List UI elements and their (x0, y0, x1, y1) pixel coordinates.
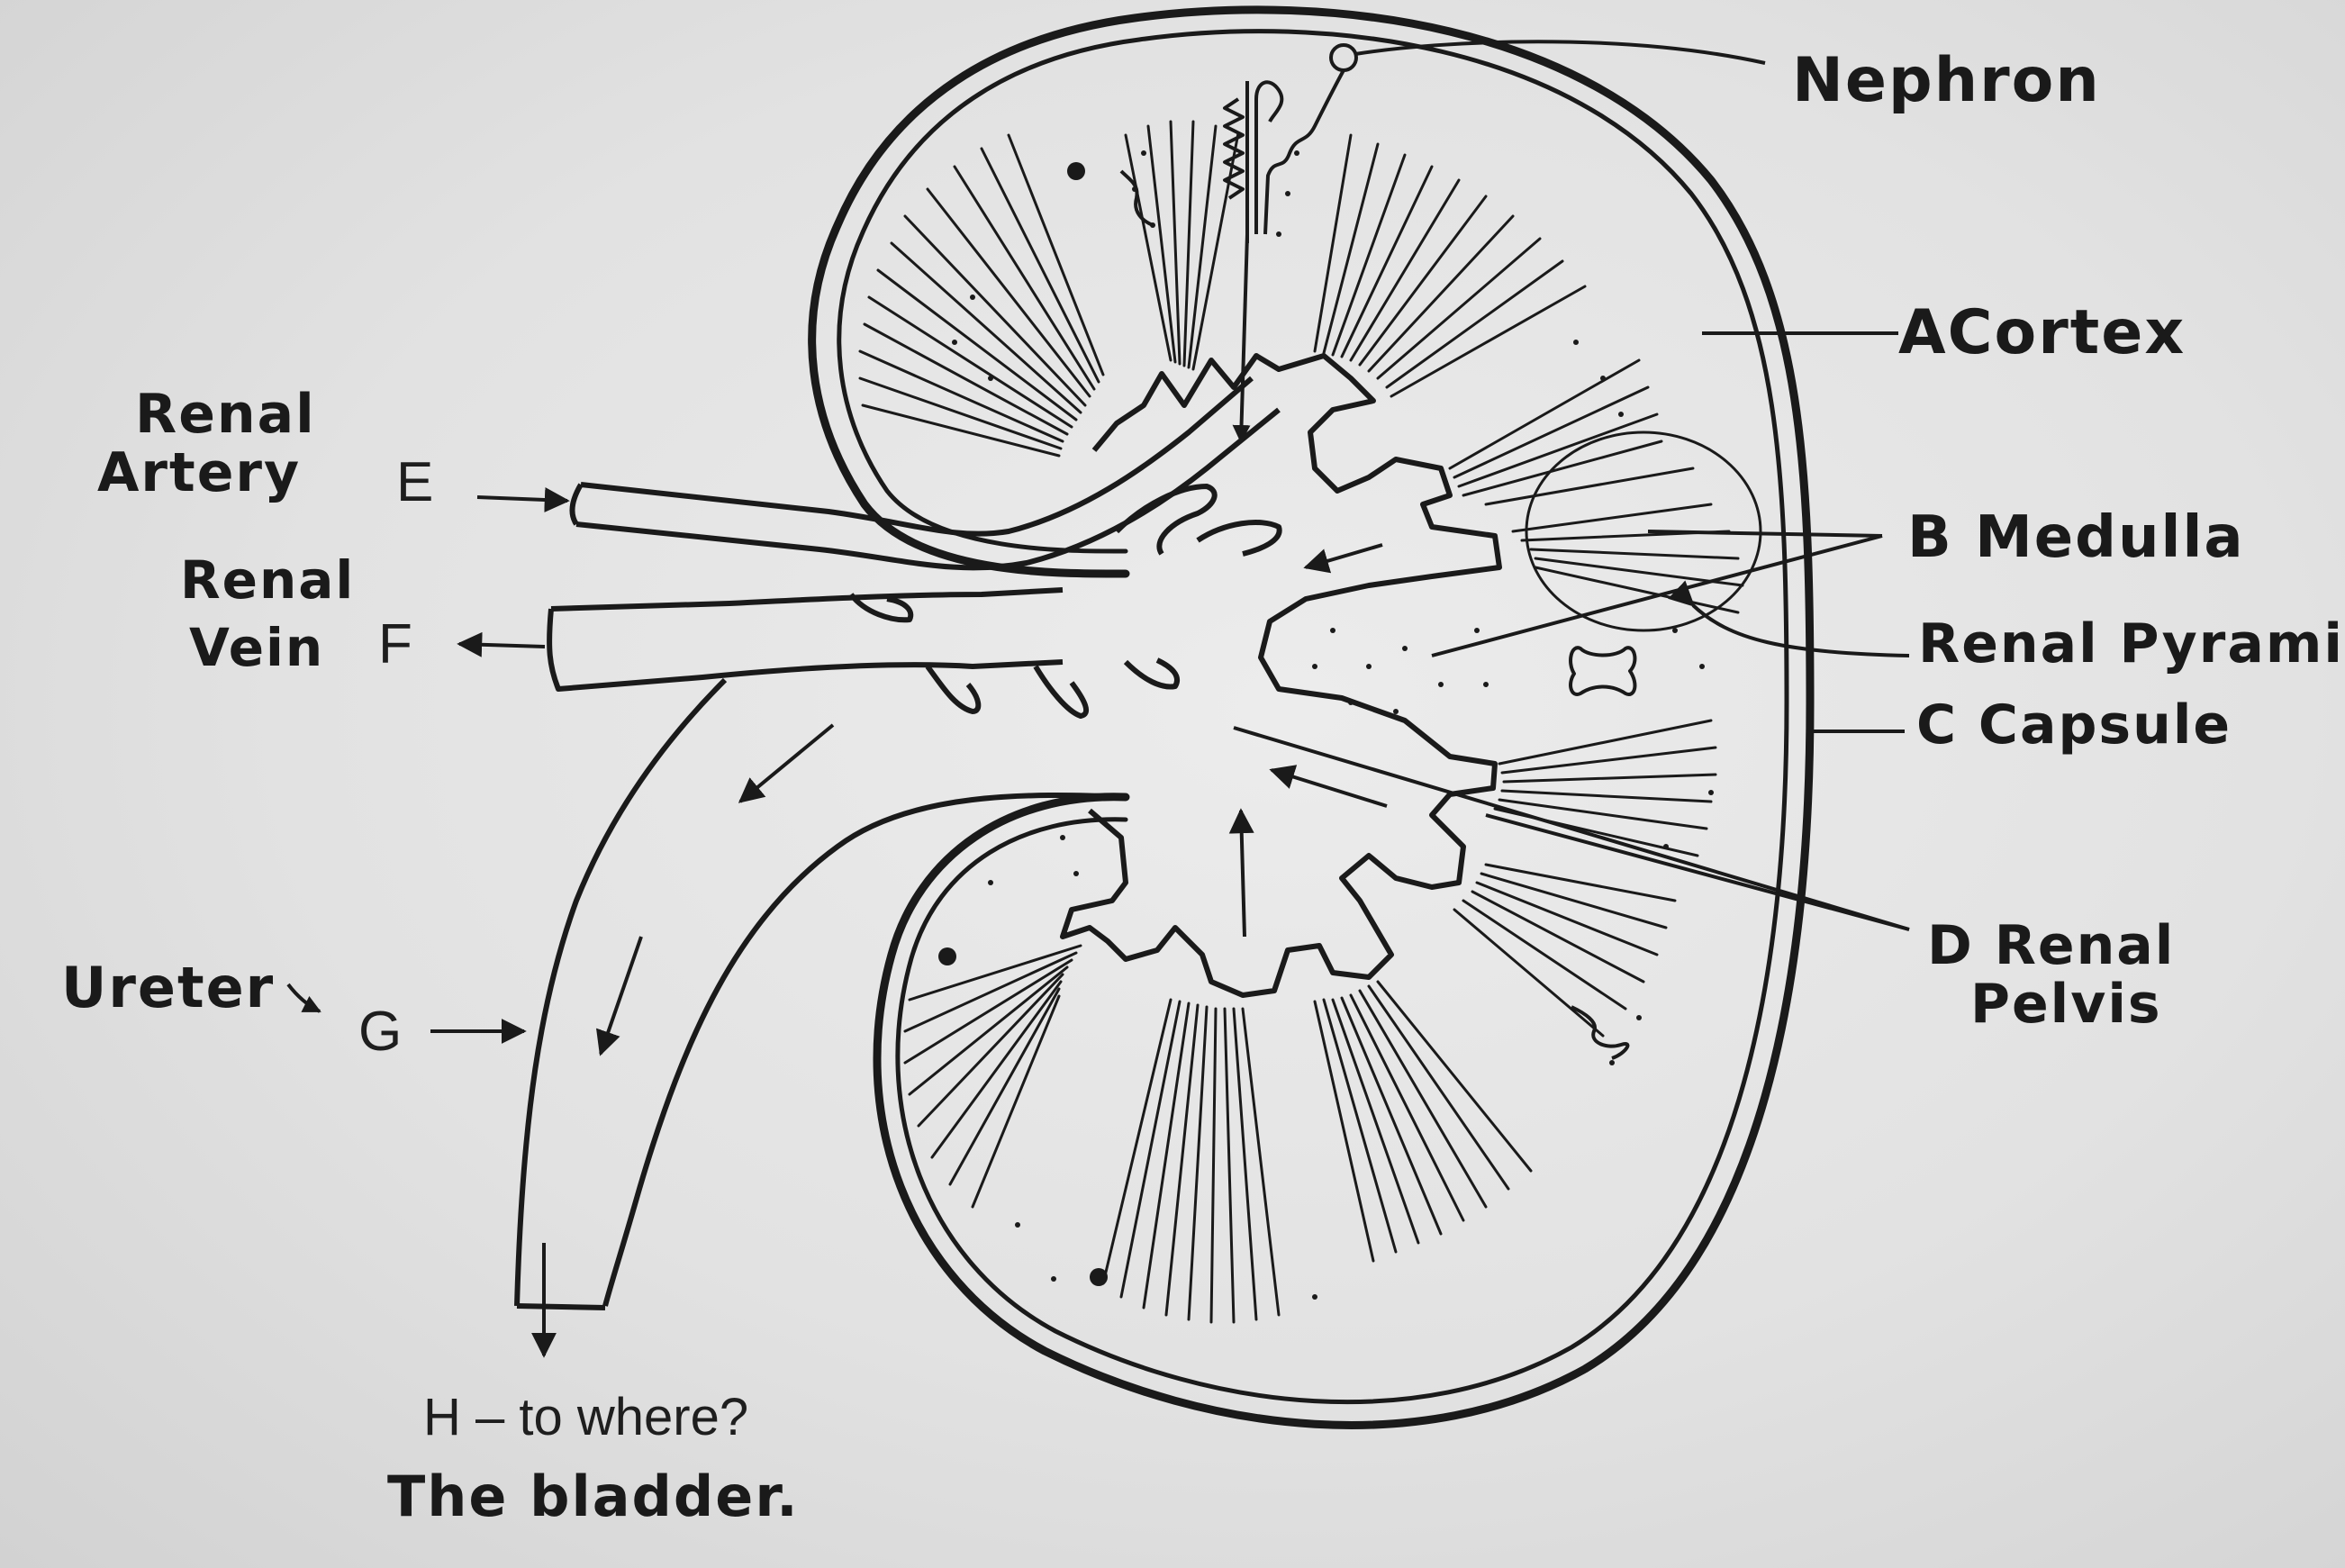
nephron-label: Nephron (1792, 45, 2101, 116)
letter-f: F (378, 613, 412, 675)
ureter-label: Ureter (61, 955, 276, 1020)
letter-g: G (358, 1001, 403, 1063)
cortex-stipple (938, 150, 1714, 1300)
renal-artery (569, 376, 1282, 571)
letter-e: E (396, 451, 434, 513)
medulla-pyramid-striations (858, 120, 1744, 1324)
renal-vein-label-line1: Renal (180, 549, 356, 611)
renal-pyramid-label: Renal Pyramid (1918, 612, 2345, 675)
answer-h: The bladder. (387, 1464, 800, 1529)
renal-artery-label-line1: Renal (135, 383, 316, 446)
renal-vein (547, 587, 1180, 719)
kidney-capsule-outline (808, 5, 1815, 1429)
flow-arrows (531, 543, 1388, 1358)
renal-pelvis-outline (1060, 353, 1502, 998)
question-h: H – to where? (423, 1388, 749, 1446)
label-leader-lines (286, 40, 1910, 1044)
ureter (514, 677, 1127, 1310)
capsule-label: C Capsule (1916, 693, 2232, 757)
medulla-label: B Medulla (1907, 504, 2245, 571)
renal-pelvis-label-line1: D Renal (1927, 914, 2176, 977)
nephron-structure (1119, 43, 1762, 1060)
cortex-label: ACortex (1898, 297, 2187, 368)
renal-vein-label-line2: Vein (189, 617, 325, 678)
renal-pelvis-label-line2: Pelvis (1970, 973, 2162, 1036)
renal-artery-label-line2: Artery (97, 441, 302, 504)
